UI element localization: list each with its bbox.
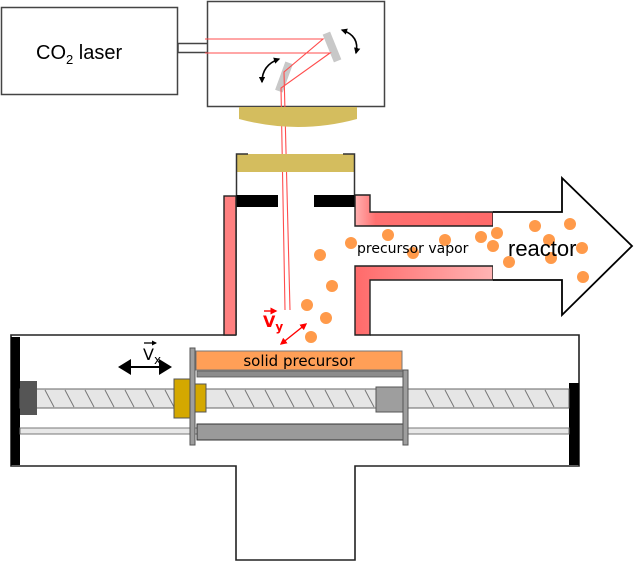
screw-thread: [484, 389, 495, 408]
rear-bearing-block: [375, 386, 404, 413]
velocity-y: Vy: [263, 307, 308, 345]
screw-thread: [444, 389, 455, 408]
laser-beam: [205, 38, 332, 311]
vapor-particle: [326, 280, 338, 292]
screw-thread: [144, 389, 155, 408]
screw-thread: [224, 389, 235, 408]
screw-thread: [84, 389, 95, 408]
heated-wall-left: [223, 195, 237, 336]
vapor-particle: [345, 237, 357, 249]
vapor-particle: [487, 240, 499, 252]
carriage-plate-right: [402, 369, 409, 446]
vapor-particle: [576, 242, 588, 254]
screw-thread: [524, 389, 535, 408]
rotation-arrow-icon: [340, 28, 361, 55]
precursor-vapor-label: precursor vapor: [357, 241, 469, 257]
end-plate-left: [11, 337, 20, 465]
vapor-particle: [320, 312, 332, 324]
rotation-arrow-icon: [258, 57, 281, 84]
screw-thread: [364, 389, 375, 408]
velocity-y-label: Vy: [263, 312, 283, 334]
vapor-particle: [577, 271, 589, 283]
vapor-particle: [545, 252, 557, 264]
co2-laser: CO2 laser: [0, 6, 209, 96]
screw-thread: [344, 389, 355, 408]
screw-thread: [244, 389, 255, 408]
screw-thread: [464, 389, 475, 408]
carriage-plate-left: [189, 347, 196, 446]
solid-precursor-label: solid precursor: [243, 352, 355, 370]
screw-thread: [424, 389, 435, 408]
vapor-particle: [439, 234, 451, 246]
focusing-lens: [239, 107, 357, 127]
vapor-particle: [564, 218, 576, 230]
screw-thread: [324, 389, 335, 408]
vapor-particle: [503, 256, 515, 268]
carriage-bottom-bar: [196, 423, 405, 441]
screw-thread: [284, 389, 295, 408]
velocity-x-label: Vx: [143, 345, 161, 367]
screw-thread: [44, 389, 55, 408]
arrow-left-icon: [118, 359, 131, 375]
scanner-head: [206, 0, 386, 108]
scanner-box: [206, 0, 386, 108]
carriage-top-bar: [196, 370, 405, 378]
mirror-1: [322, 31, 342, 63]
vapor-particle: [529, 220, 541, 232]
entry-window: [235, 153, 356, 206]
carriage: [173, 347, 409, 446]
lead-screw: [19, 381, 570, 415]
drive-nut: [173, 378, 193, 419]
screw-motor-mount: [20, 381, 37, 415]
vapor-particle: [301, 299, 313, 311]
vapor-particle: [475, 231, 487, 243]
heated-duct-upper: [354, 194, 494, 227]
vapor-particle: [382, 229, 394, 241]
reactor-label: reactor: [508, 236, 576, 261]
vapor-particle: [305, 331, 317, 343]
vapor-particle: [407, 247, 419, 259]
vapor-particles: [301, 218, 589, 343]
laser-box: [0, 6, 179, 96]
vapor-particle: [543, 234, 555, 246]
screw-thread: [544, 389, 555, 408]
screw-thread: [504, 389, 515, 408]
screw-thread: [124, 389, 135, 408]
aperture-left: [236, 195, 278, 207]
screw-thread: [164, 389, 175, 408]
laser-label: CO2 laser: [36, 42, 122, 67]
velocity-y-arrow: [279, 323, 308, 345]
solid-precursor: [195, 350, 403, 371]
reactor-arrow: [493, 175, 634, 318]
end-plate-right: [569, 383, 579, 465]
screw-thread: [104, 389, 115, 408]
vapor-particle: [491, 227, 503, 239]
laser-output-port: [177, 42, 209, 54]
arrow-right-icon: [159, 359, 172, 375]
aperture-right: [314, 195, 355, 207]
heated-duct-lower: [354, 265, 494, 336]
screw-thread: [264, 389, 275, 408]
drive-nut-flange: [194, 383, 207, 413]
screw-thread: [64, 389, 75, 408]
screw-thread: [304, 389, 315, 408]
velocity-x: Vx: [118, 340, 172, 375]
vapor-particle: [314, 249, 326, 261]
